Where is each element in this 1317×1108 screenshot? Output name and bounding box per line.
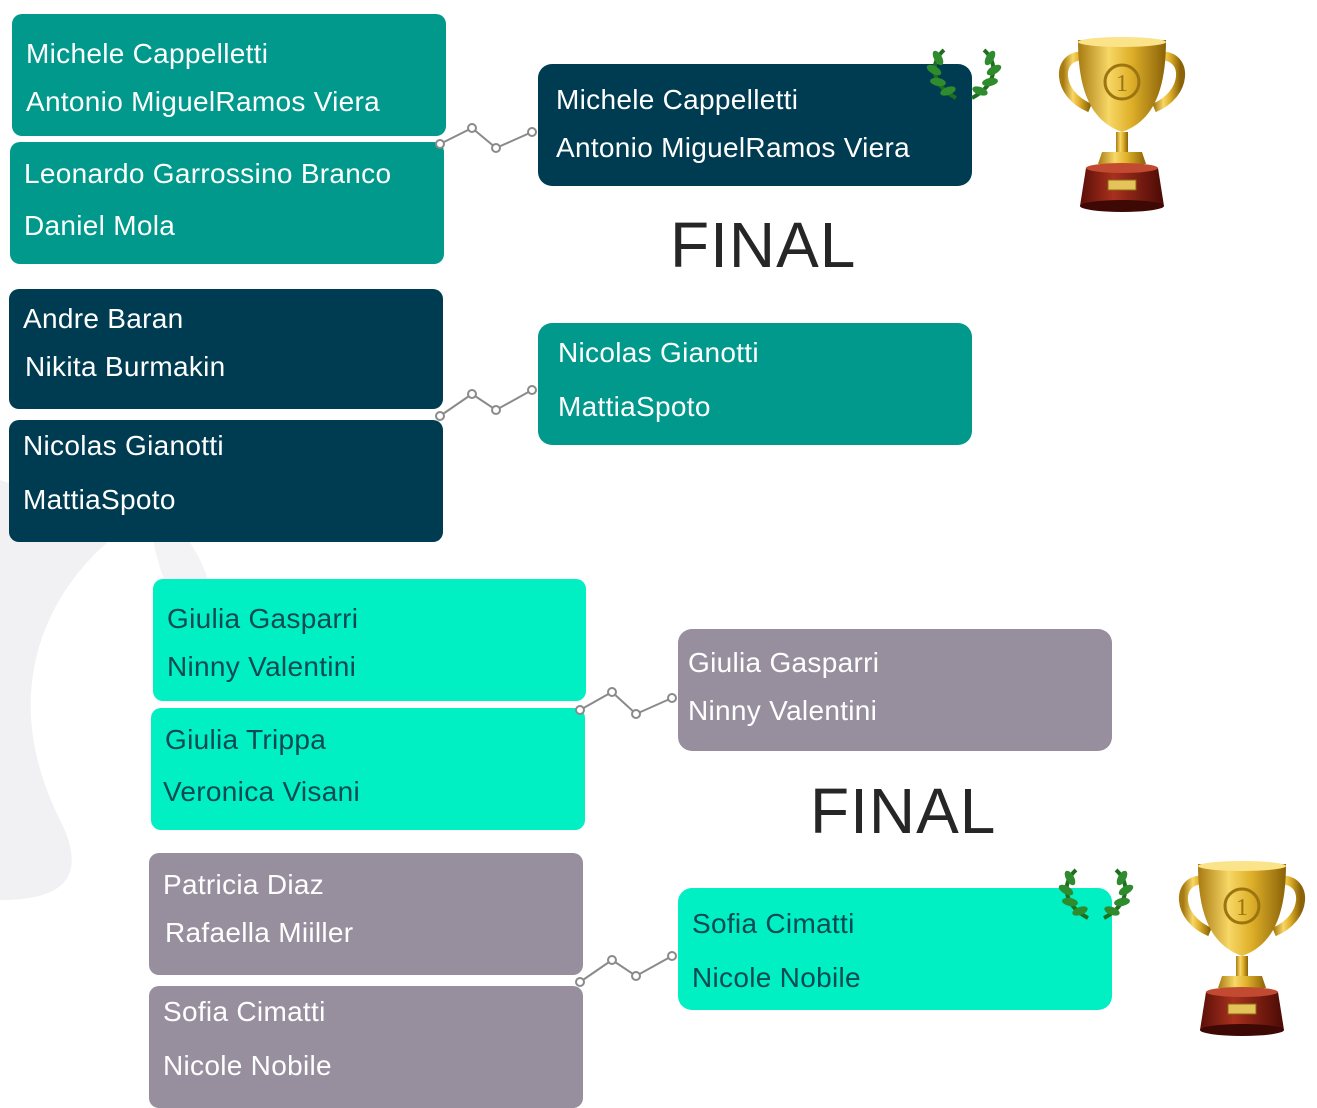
laurel-icon bbox=[1058, 868, 1134, 920]
player-name: Antonio MiguelRamos Viera bbox=[556, 132, 911, 163]
player-name: MattiaSpoto bbox=[558, 391, 711, 422]
player-name: MattiaSpoto bbox=[23, 484, 176, 515]
laurel-icon bbox=[926, 48, 1002, 100]
player-name: Nicolas Gianotti bbox=[23, 430, 224, 461]
final-card-winner[interactable]: Michele Cappelletti Antonio MiguelRamos … bbox=[538, 64, 972, 186]
player-name: Sofia Cimatti bbox=[163, 996, 326, 1027]
final-title: FINAL bbox=[810, 775, 997, 847]
bracket-connector bbox=[575, 687, 677, 719]
player-name: Giulia Gasparri bbox=[688, 647, 880, 678]
player-name: Nicole Nobile bbox=[692, 962, 861, 993]
player-name: Michele Cappelletti bbox=[26, 38, 269, 69]
player-name: Sofia Cimatti bbox=[692, 908, 855, 939]
player-name: Ninny Valentini bbox=[688, 695, 878, 726]
match-card[interactable]: Patricia Diaz Rafaella Miiller bbox=[149, 853, 583, 975]
trophy-icon: 1 bbox=[1058, 37, 1186, 212]
player-name: Patricia Diaz bbox=[163, 869, 325, 900]
player-name: Rafaella Miiller bbox=[165, 917, 354, 948]
trophy-icon: 1 bbox=[1178, 861, 1306, 1036]
match-card[interactable]: Nicolas Gianotti MattiaSpoto bbox=[9, 420, 443, 542]
bracket-connector bbox=[575, 951, 677, 987]
player-name: Andre Baran bbox=[23, 303, 184, 334]
player-name: Nicole Nobile bbox=[163, 1050, 332, 1081]
player-name: Leonardo Garrossino Branco bbox=[24, 158, 392, 189]
final-card[interactable]: Nicolas Gianotti MattiaSpoto bbox=[538, 323, 972, 445]
match-card[interactable]: Michele Cappelletti Antonio MiguelRamos … bbox=[12, 14, 446, 136]
player-name: Nikita Burmakin bbox=[25, 351, 226, 382]
player-name: Veronica Visani bbox=[163, 776, 360, 807]
match-card[interactable]: Sofia Cimatti Nicole Nobile bbox=[149, 986, 583, 1108]
match-card[interactable]: Giulia Gasparri Ninny Valentini bbox=[153, 579, 586, 701]
player-name: Antonio MiguelRamos Viera bbox=[26, 86, 381, 117]
svg-text:1: 1 bbox=[1116, 71, 1128, 97]
svg-text:1: 1 bbox=[1236, 895, 1248, 921]
player-name: Giulia Gasparri bbox=[167, 603, 359, 634]
final-card[interactable]: Giulia Gasparri Ninny Valentini bbox=[678, 629, 1112, 751]
player-name: Nicolas Gianotti bbox=[558, 337, 759, 368]
match-card[interactable]: Giulia Trippa Veronica Visani bbox=[151, 708, 585, 830]
bracket-connector bbox=[435, 385, 537, 421]
match-card[interactable]: Andre Baran Nikita Burmakin bbox=[9, 289, 443, 409]
player-name: Giulia Trippa bbox=[165, 724, 327, 755]
bracket-connector bbox=[435, 123, 537, 153]
match-card[interactable]: Leonardo Garrossino Branco Daniel Mola bbox=[10, 142, 444, 264]
player-name: Ninny Valentini bbox=[167, 651, 357, 682]
player-name: Michele Cappelletti bbox=[556, 84, 799, 115]
player-name: Daniel Mola bbox=[24, 210, 176, 241]
final-card-winner[interactable]: Sofia Cimatti Nicole Nobile bbox=[678, 888, 1112, 1010]
final-title: FINAL bbox=[670, 209, 857, 281]
